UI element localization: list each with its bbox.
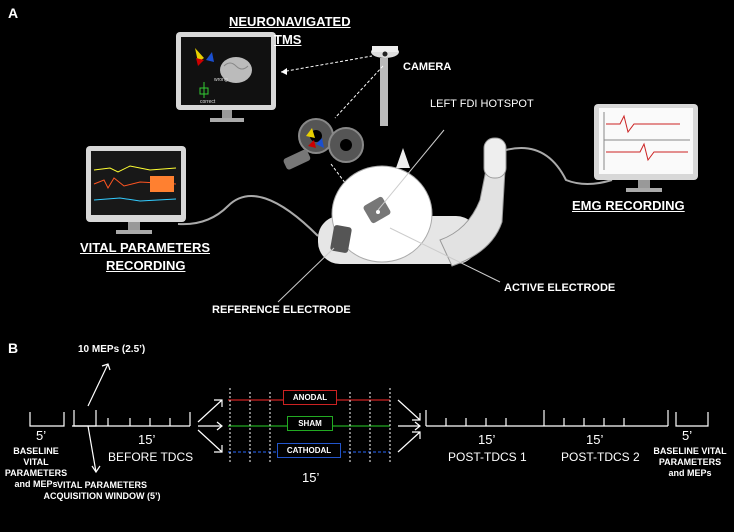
panel-b-label: B xyxy=(8,340,19,356)
patient-illustration xyxy=(177,129,613,303)
tms-coil xyxy=(283,118,365,209)
post-tdcs-1-label: POST-TDCS 1 xyxy=(448,450,527,464)
neuronavigated-label: NEURONAVIGATED xyxy=(229,14,351,29)
emg-recording-label: EMG RECORDING xyxy=(572,198,685,213)
screen-text-correct: correct xyxy=(200,99,216,105)
baseline-start-bracket xyxy=(29,412,65,427)
post-tdcs-1-duration: 15’ xyxy=(478,432,496,447)
recording-label: RECORDING xyxy=(106,258,186,273)
anodal-box: ANODAL xyxy=(283,390,337,405)
panel-a-label: A xyxy=(8,5,19,21)
camera-illustration xyxy=(280,46,399,126)
left-fdi-hotspot-label: LEFT FDI HOTSPOT xyxy=(430,98,534,110)
before-tdcs-label: BEFORE TDCS xyxy=(108,450,194,464)
vital-parameters-monitor xyxy=(86,146,186,234)
tms-label: TMS xyxy=(274,32,302,47)
meps-note: 10 MEPs (2.5’) xyxy=(78,344,146,355)
post-tdcs-2-label: POST-TDCS 2 xyxy=(561,450,640,464)
baseline-end-label: BASELINE VITAL PARAMETERS and MEPs xyxy=(653,446,727,478)
baseline-end-duration: 5’ xyxy=(682,428,693,443)
active-electrode-label: ACTIVE ELECTRODE xyxy=(504,282,616,294)
baseline-start-label: BASELINE VITAL PARAMETERS and MEPs xyxy=(4,446,68,489)
baseline-start-duration: 5’ xyxy=(36,428,47,443)
baseline-end-bracket xyxy=(675,412,709,427)
cathodal-box: CATHODAL xyxy=(277,443,341,458)
acquisition-window-label: VITAL PARAMETERS ACQUISITION WINDOW (5’) xyxy=(43,480,161,501)
camera-label: CAMERA xyxy=(403,61,452,73)
vital-parameters-label: VITAL PARAMETERS xyxy=(80,240,211,255)
screen-text-wrong: wrong xyxy=(214,77,228,83)
before-tdcs-duration: 15’ xyxy=(138,432,156,447)
neuronavigation-monitor: wrong correct xyxy=(176,32,276,122)
emg-monitor xyxy=(594,104,698,192)
stimulation-duration: 15’ xyxy=(302,470,320,485)
reference-electrode-label: REFERENCE ELECTRODE xyxy=(212,304,351,316)
post-tdcs-2-duration: 15’ xyxy=(586,432,604,447)
sham-box: SHAM xyxy=(287,416,333,431)
